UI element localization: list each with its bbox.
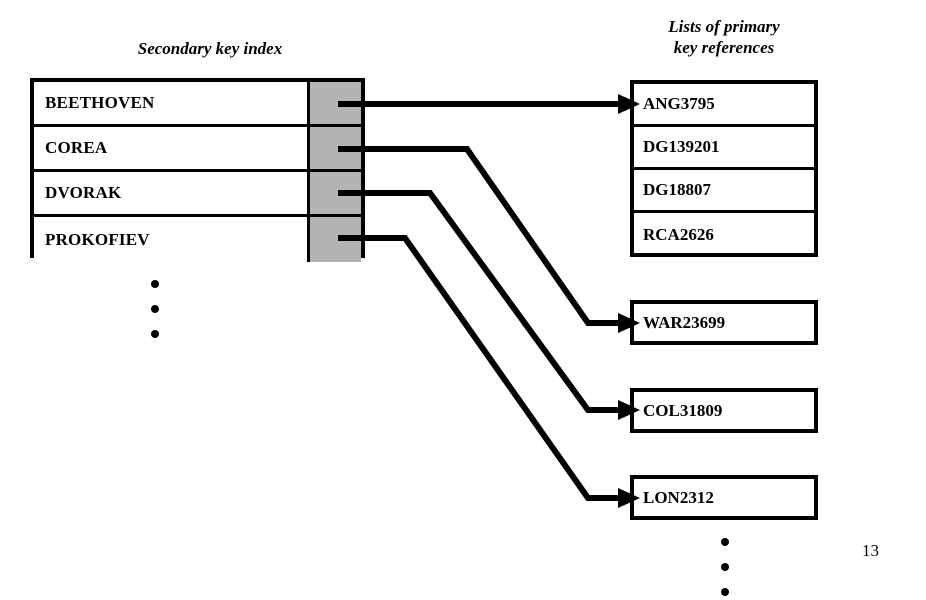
index-key-label: BEETHOVEN bbox=[34, 82, 310, 124]
primary-key-row[interactable]: DG139201 bbox=[634, 127, 814, 170]
index-row[interactable]: COREA bbox=[34, 127, 361, 172]
index-pointer-cell[interactable] bbox=[310, 127, 361, 169]
secondary-key-index-table: BEETHOVEN COREA DVORAK PROKOFIEV bbox=[30, 78, 365, 262]
connector-dvorak-col31809 bbox=[338, 190, 640, 420]
primary-key-box[interactable]: WAR23699 bbox=[630, 300, 818, 345]
primary-key-list-box: ANG3795 DG139201 DG18807 RCA2626 bbox=[630, 80, 818, 257]
connector-prokofiev-lon2312 bbox=[338, 235, 640, 508]
index-pointer-cell[interactable] bbox=[310, 217, 361, 262]
primary-key-box[interactable]: COL31809 bbox=[630, 388, 818, 433]
primary-lists-heading: Lists of primary key references bbox=[668, 17, 780, 58]
primary-key-box[interactable]: LON2312 bbox=[630, 475, 818, 520]
secondary-index-heading: Secondary key index bbox=[137, 39, 283, 58]
index-key-label: DVORAK bbox=[34, 172, 310, 214]
ellipsis-dot bbox=[151, 330, 159, 338]
page-number: 13 bbox=[862, 541, 879, 560]
ellipsis-dot bbox=[151, 280, 159, 288]
ellipsis-dot bbox=[721, 588, 729, 596]
index-row[interactable]: PROKOFIEV bbox=[34, 217, 361, 262]
primary-key-row[interactable]: RCA2626 bbox=[643, 224, 714, 244]
primary-key-row[interactable]: ANG3795 bbox=[634, 84, 814, 127]
index-pointer-cell[interactable] bbox=[310, 82, 361, 124]
index-row[interactable]: BEETHOVEN bbox=[34, 82, 361, 127]
primary-lists-ellipsis bbox=[715, 538, 735, 596]
ellipsis-dot bbox=[721, 563, 729, 571]
primary-key-row[interactable]: DG18807 bbox=[634, 170, 814, 213]
index-key-label: COREA bbox=[34, 127, 310, 169]
index-row[interactable]: DVORAK bbox=[34, 172, 361, 217]
connector-corea-war23699 bbox=[338, 146, 640, 333]
ellipsis-dot bbox=[151, 305, 159, 313]
index-pointer-cell[interactable] bbox=[310, 172, 361, 214]
ellipsis-dot bbox=[721, 538, 729, 546]
secondary-index-ellipsis bbox=[145, 280, 165, 338]
connector-beethoven-ang3795 bbox=[338, 94, 640, 114]
index-key-label: PROKOFIEV bbox=[34, 217, 310, 262]
